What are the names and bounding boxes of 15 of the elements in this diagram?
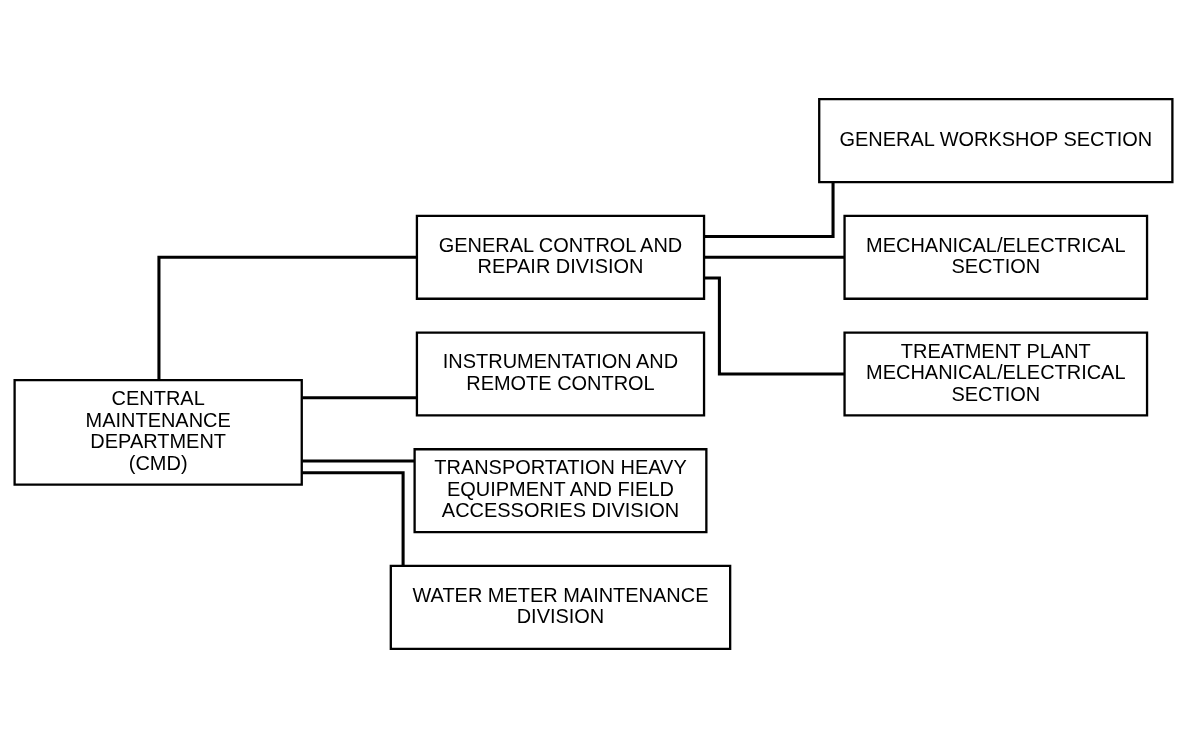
node-box: GENERAL CONTROL AND REPAIR DIVISION: [415, 214, 706, 300]
node-box: TREATMENT PLANT MECHANICAL/ELECTRICAL SECTION: [843, 330, 1149, 417]
connector: [704, 181, 835, 238]
connector: [704, 255, 844, 259]
node-box: WATER METER MAINTENANCE DIVISION: [389, 564, 732, 650]
connector: [302, 470, 405, 566]
connector: [704, 276, 845, 376]
node-box: TRANSPORTATION HEAVY EQUIPMENT AND FIELD ACCESSORIES DIVISION: [413, 447, 708, 533]
node-box: GENERAL WORKSHOP SECTION: [818, 97, 1174, 183]
connector: [302, 395, 417, 399]
node-box: INSTRUMENTATION AND REMOTE CONTROL: [415, 330, 706, 417]
node-box: MECHANICAL/ELECTRICAL SECTION: [843, 214, 1149, 300]
connector: [302, 459, 414, 463]
node-box: CENTRAL MAINTENANCE DEPARTMENT (CMD): [13, 378, 303, 486]
connector: [157, 255, 417, 380]
